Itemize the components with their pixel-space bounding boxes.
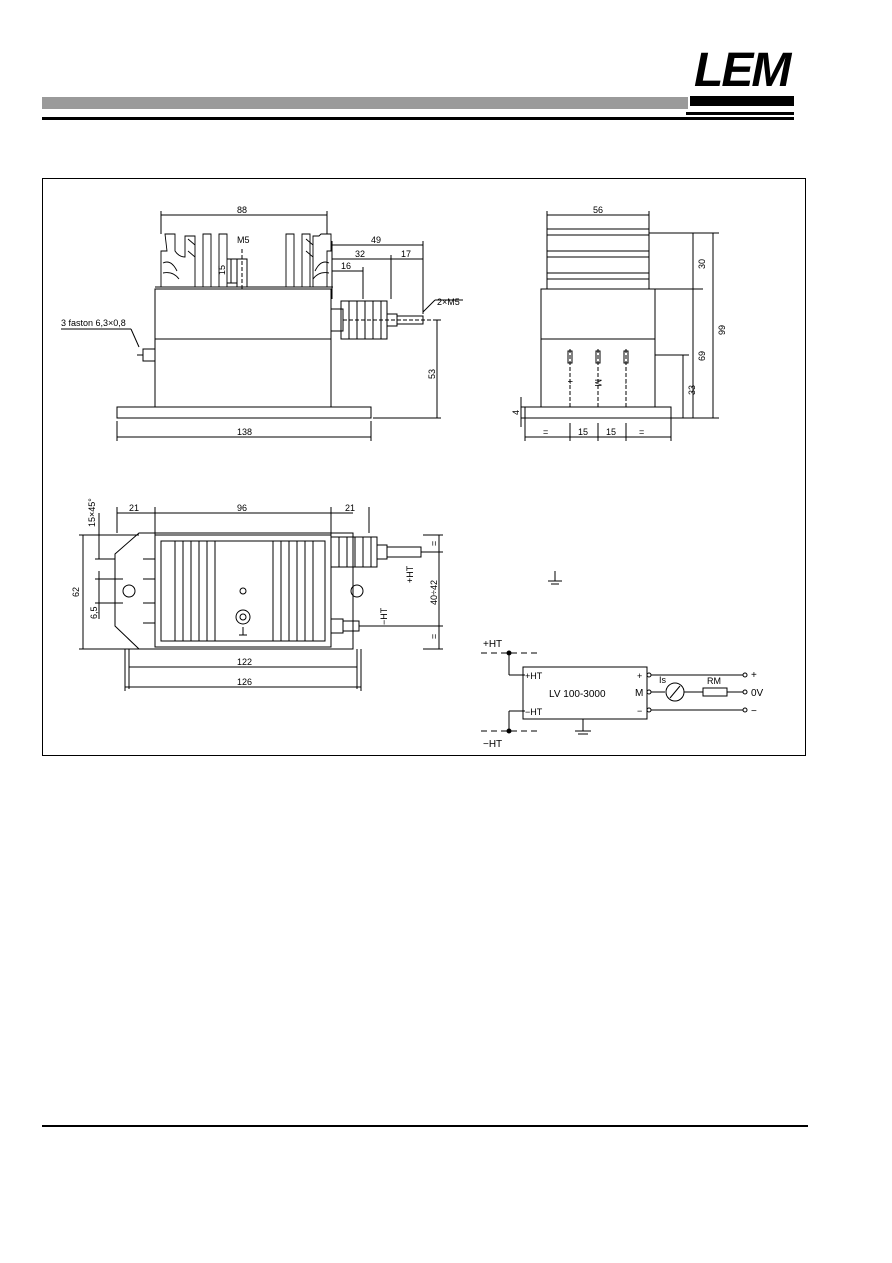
top-hv-plus-label: +HT xyxy=(405,565,415,583)
body-height-dim: 69 xyxy=(697,351,707,361)
right-margin-dim: 21 xyxy=(345,503,355,513)
side-pin-label-minus: − xyxy=(621,379,631,384)
measuring-resistor xyxy=(702,687,728,697)
connection-schematic xyxy=(481,650,748,735)
front-body xyxy=(154,288,332,408)
spacing-dim: 40÷42 xyxy=(429,580,439,605)
side-view xyxy=(520,211,719,441)
side-base xyxy=(524,406,672,419)
header-rule xyxy=(42,117,794,120)
hv-terminal-top-minus xyxy=(330,618,360,634)
sch-resistor-label: RM xyxy=(707,676,721,686)
front-base xyxy=(116,406,372,419)
faston xyxy=(142,348,156,362)
front-height-dim: 53 xyxy=(427,369,437,379)
side-pin-label-m: M xyxy=(593,379,603,387)
stud-dim: M5 xyxy=(237,235,250,245)
width-inner-dim: 122 xyxy=(237,657,252,667)
ground-stud-top xyxy=(235,609,251,625)
stud-height-dim: 15 xyxy=(217,265,227,275)
pitch-label-2: 15 xyxy=(578,427,588,437)
side-body xyxy=(540,288,656,408)
sch-hv-plus-label: +HT xyxy=(483,639,502,650)
top-base-plate xyxy=(114,532,354,650)
sch-out-plus: + xyxy=(751,670,757,681)
lem-logo: LEM xyxy=(686,44,794,115)
top-equal-mark-1: = xyxy=(429,541,439,546)
sch-model-label: LV 100-3000 xyxy=(549,689,606,700)
top-view xyxy=(79,507,443,691)
base-thickness-dim: 4 xyxy=(511,410,521,415)
hv-bushing-front xyxy=(330,300,431,340)
sch-hv-minus-label: −HT xyxy=(483,739,502,750)
mounting-hole-right xyxy=(350,584,364,598)
ground-symbol xyxy=(548,571,562,585)
top-body xyxy=(154,534,332,648)
width-outer-dim: 126 xyxy=(237,677,252,687)
pitch-label-1: = xyxy=(543,427,548,437)
base-width-dim: 138 xyxy=(237,427,252,437)
pitch-label-3: 15 xyxy=(606,427,616,437)
heatsink-height-dim: 30 xyxy=(697,259,707,269)
chamfer-dim: 15×45° xyxy=(87,498,97,527)
pin-height-dim: 33 xyxy=(687,385,697,395)
hole-offset-dim: 6,5 xyxy=(89,606,99,619)
dimension-drawing-frame: 88 M5 15 49 32 17 16 2×M5 3 faston 6,3×0… xyxy=(42,178,806,756)
center-dim: 96 xyxy=(237,503,247,513)
footer-rule xyxy=(42,1125,808,1127)
front-width-dim: 88 xyxy=(237,205,247,215)
total-height-dim: 99 xyxy=(717,325,727,335)
pitch-label-4: = xyxy=(639,427,644,437)
top-equal-mark-2: = xyxy=(429,634,439,639)
terminal-a-dim: 32 xyxy=(355,249,365,259)
left-margin-dim: 21 xyxy=(129,503,139,513)
faston-dim: 3 faston 6,3×0,8 xyxy=(61,318,126,328)
header-gray-bar xyxy=(42,97,688,109)
side-heatsink xyxy=(546,228,650,290)
heatsink-fins xyxy=(155,233,333,288)
terminal-thread-dim: 2×M5 xyxy=(437,297,460,307)
hv-bushing-top-plus xyxy=(330,536,422,568)
sch-pin-m: M xyxy=(635,688,643,699)
terminal-b-dim: 17 xyxy=(401,249,411,259)
sch-pin-hv-plus: +HT xyxy=(525,671,543,681)
sch-current-label: Is xyxy=(659,675,667,685)
sch-pin-plus: + xyxy=(637,671,642,681)
sch-out-0v: 0V xyxy=(751,688,764,699)
terminal-c-dim: 16 xyxy=(341,261,351,271)
side-width-dim: 56 xyxy=(593,205,603,215)
sch-pin-minus: − xyxy=(637,706,642,716)
depth-dim: 62 xyxy=(71,587,81,597)
mounting-hole-left xyxy=(122,584,136,598)
terminal-length-dim: 49 xyxy=(371,235,381,245)
side-pin-label-plus: + xyxy=(565,379,575,384)
front-view xyxy=(61,211,463,441)
sch-pin-hv-minus: −HT xyxy=(525,707,543,717)
sch-out-minus: − xyxy=(751,706,757,717)
top-hv-minus-label: −HT xyxy=(379,607,389,625)
svg-text:LEM: LEM xyxy=(694,44,792,97)
